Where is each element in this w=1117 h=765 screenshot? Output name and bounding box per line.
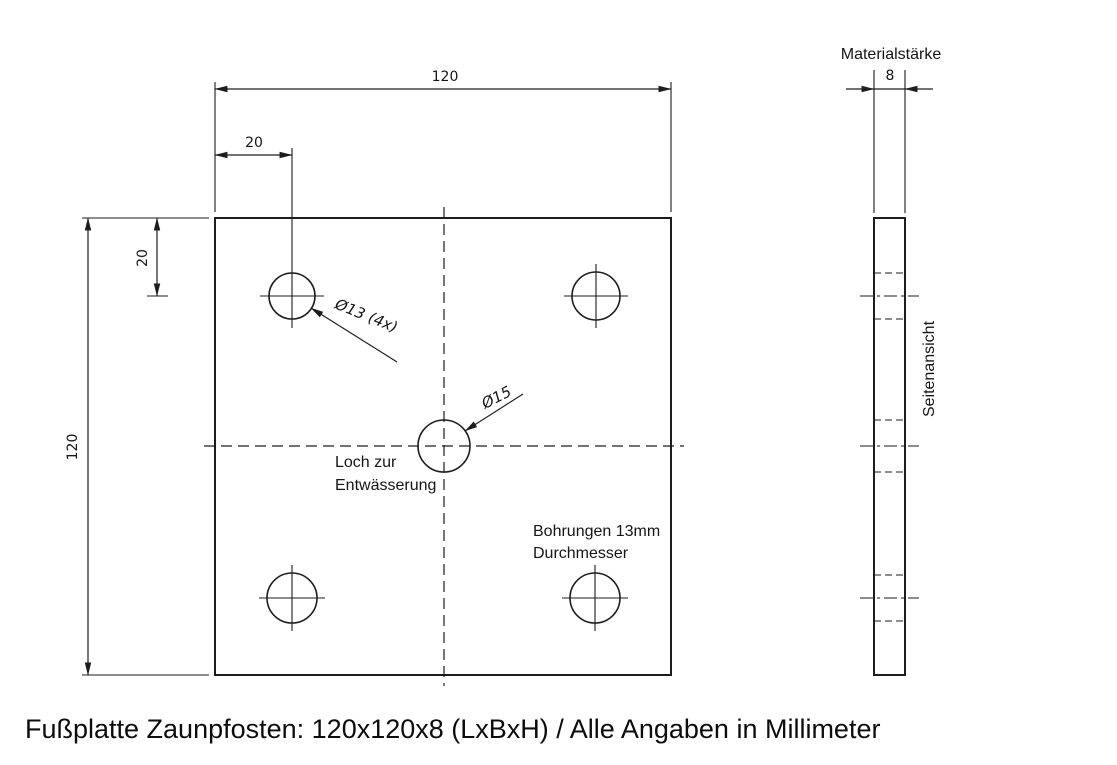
side-profile-outline [873, 217, 906, 676]
bore-note-line1: Bohrungen 13mm [533, 523, 660, 540]
extension-lines [82, 82, 672, 676]
front-view: 120 20 120 20 Ø13 (4x) Ø15 Loch zur Entw… [65, 69, 684, 686]
corner-holes-diameter-label: Ø13 (4x) [332, 295, 401, 337]
leader-line-center-hole [464, 393, 524, 432]
drawing-title: Fußplatte Zaunpfosten: 120x120x8 (LxBxH)… [25, 714, 880, 744]
side-view-heading: Materialstärke [841, 46, 942, 63]
bore-note-line2: Durchmesser [533, 545, 629, 562]
plate-center-lines [204, 207, 684, 686]
hole-crosshairs [259, 148, 628, 631]
side-hole-axis-lines [860, 295, 919, 599]
drain-note-line2: Entwässerung [335, 477, 436, 494]
dim-plate-height-value: 120 [65, 434, 81, 461]
center-hole-diameter-label: Ø15 [478, 382, 515, 413]
drain-note-line1: Loch zur [335, 454, 397, 471]
side-hidden-hole-lines [874, 272, 905, 622]
dim-plate-width-value: 120 [432, 69, 459, 85]
side-view: 8 Materialstärke Seitenansicht [841, 46, 942, 676]
dimension-thickness: 8 [846, 68, 933, 213]
dim-thickness-value: 8 [886, 68, 895, 84]
leader-callouts: Ø13 (4x) Ø15 [310, 295, 524, 432]
side-view-caption: Seitenansicht [921, 320, 938, 417]
leader-line-corner-holes [310, 307, 398, 363]
dim-hole-offset-y-value: 20 [135, 249, 151, 267]
dimension-lines-front: 120 20 120 20 [65, 69, 672, 676]
dim-hole-offset-x-value: 20 [245, 135, 263, 151]
front-view-notes: Loch zur Entwässerung Bohrungen 13mm Dur… [335, 454, 660, 562]
